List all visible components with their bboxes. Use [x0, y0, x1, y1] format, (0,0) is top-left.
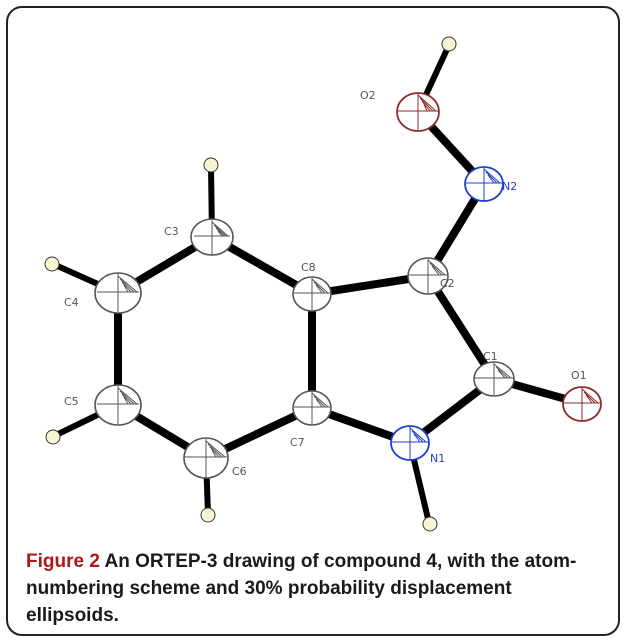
- label-n2: N2: [502, 180, 517, 193]
- hydrogen-atom-c3: [203, 157, 219, 173]
- label-c4: C4: [64, 296, 79, 309]
- label-c3: C3: [164, 225, 179, 238]
- hydrogen-atom-o2: [441, 36, 457, 52]
- hydrogen-atom-c5: [45, 429, 61, 445]
- hydrogens: [44, 36, 457, 532]
- label-c8: C8: [301, 261, 316, 274]
- label-c6: C6: [232, 465, 247, 478]
- hydrogen-atom-c6: [200, 507, 216, 523]
- label-c5: C5: [64, 395, 79, 408]
- label-o2: O2: [360, 89, 376, 102]
- label-c2: C2: [440, 277, 455, 290]
- atom-o1: [562, 386, 602, 422]
- atom-c7: [292, 390, 332, 426]
- hydrogen-atom-n1: [422, 516, 438, 532]
- label-o1: O1: [571, 369, 587, 382]
- figure-caption: Figure 2 An ORTEP-3 drawing of compound …: [26, 548, 586, 629]
- atom-n1: [390, 425, 430, 461]
- atom-o2: [396, 92, 440, 132]
- atom-c5: [94, 384, 142, 426]
- nitrogens: [390, 166, 504, 461]
- atom-c3: [190, 218, 234, 256]
- atom-c6: [183, 437, 229, 479]
- bond-c2-c1: [424, 272, 498, 383]
- atom-c4: [94, 272, 142, 314]
- caption-text: An ORTEP-3 drawing of compound 4, with t…: [26, 551, 577, 626]
- atom-labels: O2 N2 C3 C8 C2 C4 C1 O1 C5 C7 N1 C6: [64, 89, 587, 478]
- bonds: [114, 108, 584, 462]
- atom-c1: [473, 361, 515, 397]
- atom-c2: [407, 257, 449, 295]
- atom-n2: [464, 166, 504, 202]
- label-c1: C1: [483, 350, 498, 363]
- label-n1: N1: [430, 452, 445, 465]
- atom-c8: [292, 276, 332, 312]
- label-c7: C7: [290, 436, 305, 449]
- carbons: [94, 218, 515, 479]
- figure-label: Figure 2: [26, 551, 100, 572]
- hydrogen-atom-c4: [44, 256, 60, 272]
- oxygens: [396, 92, 602, 422]
